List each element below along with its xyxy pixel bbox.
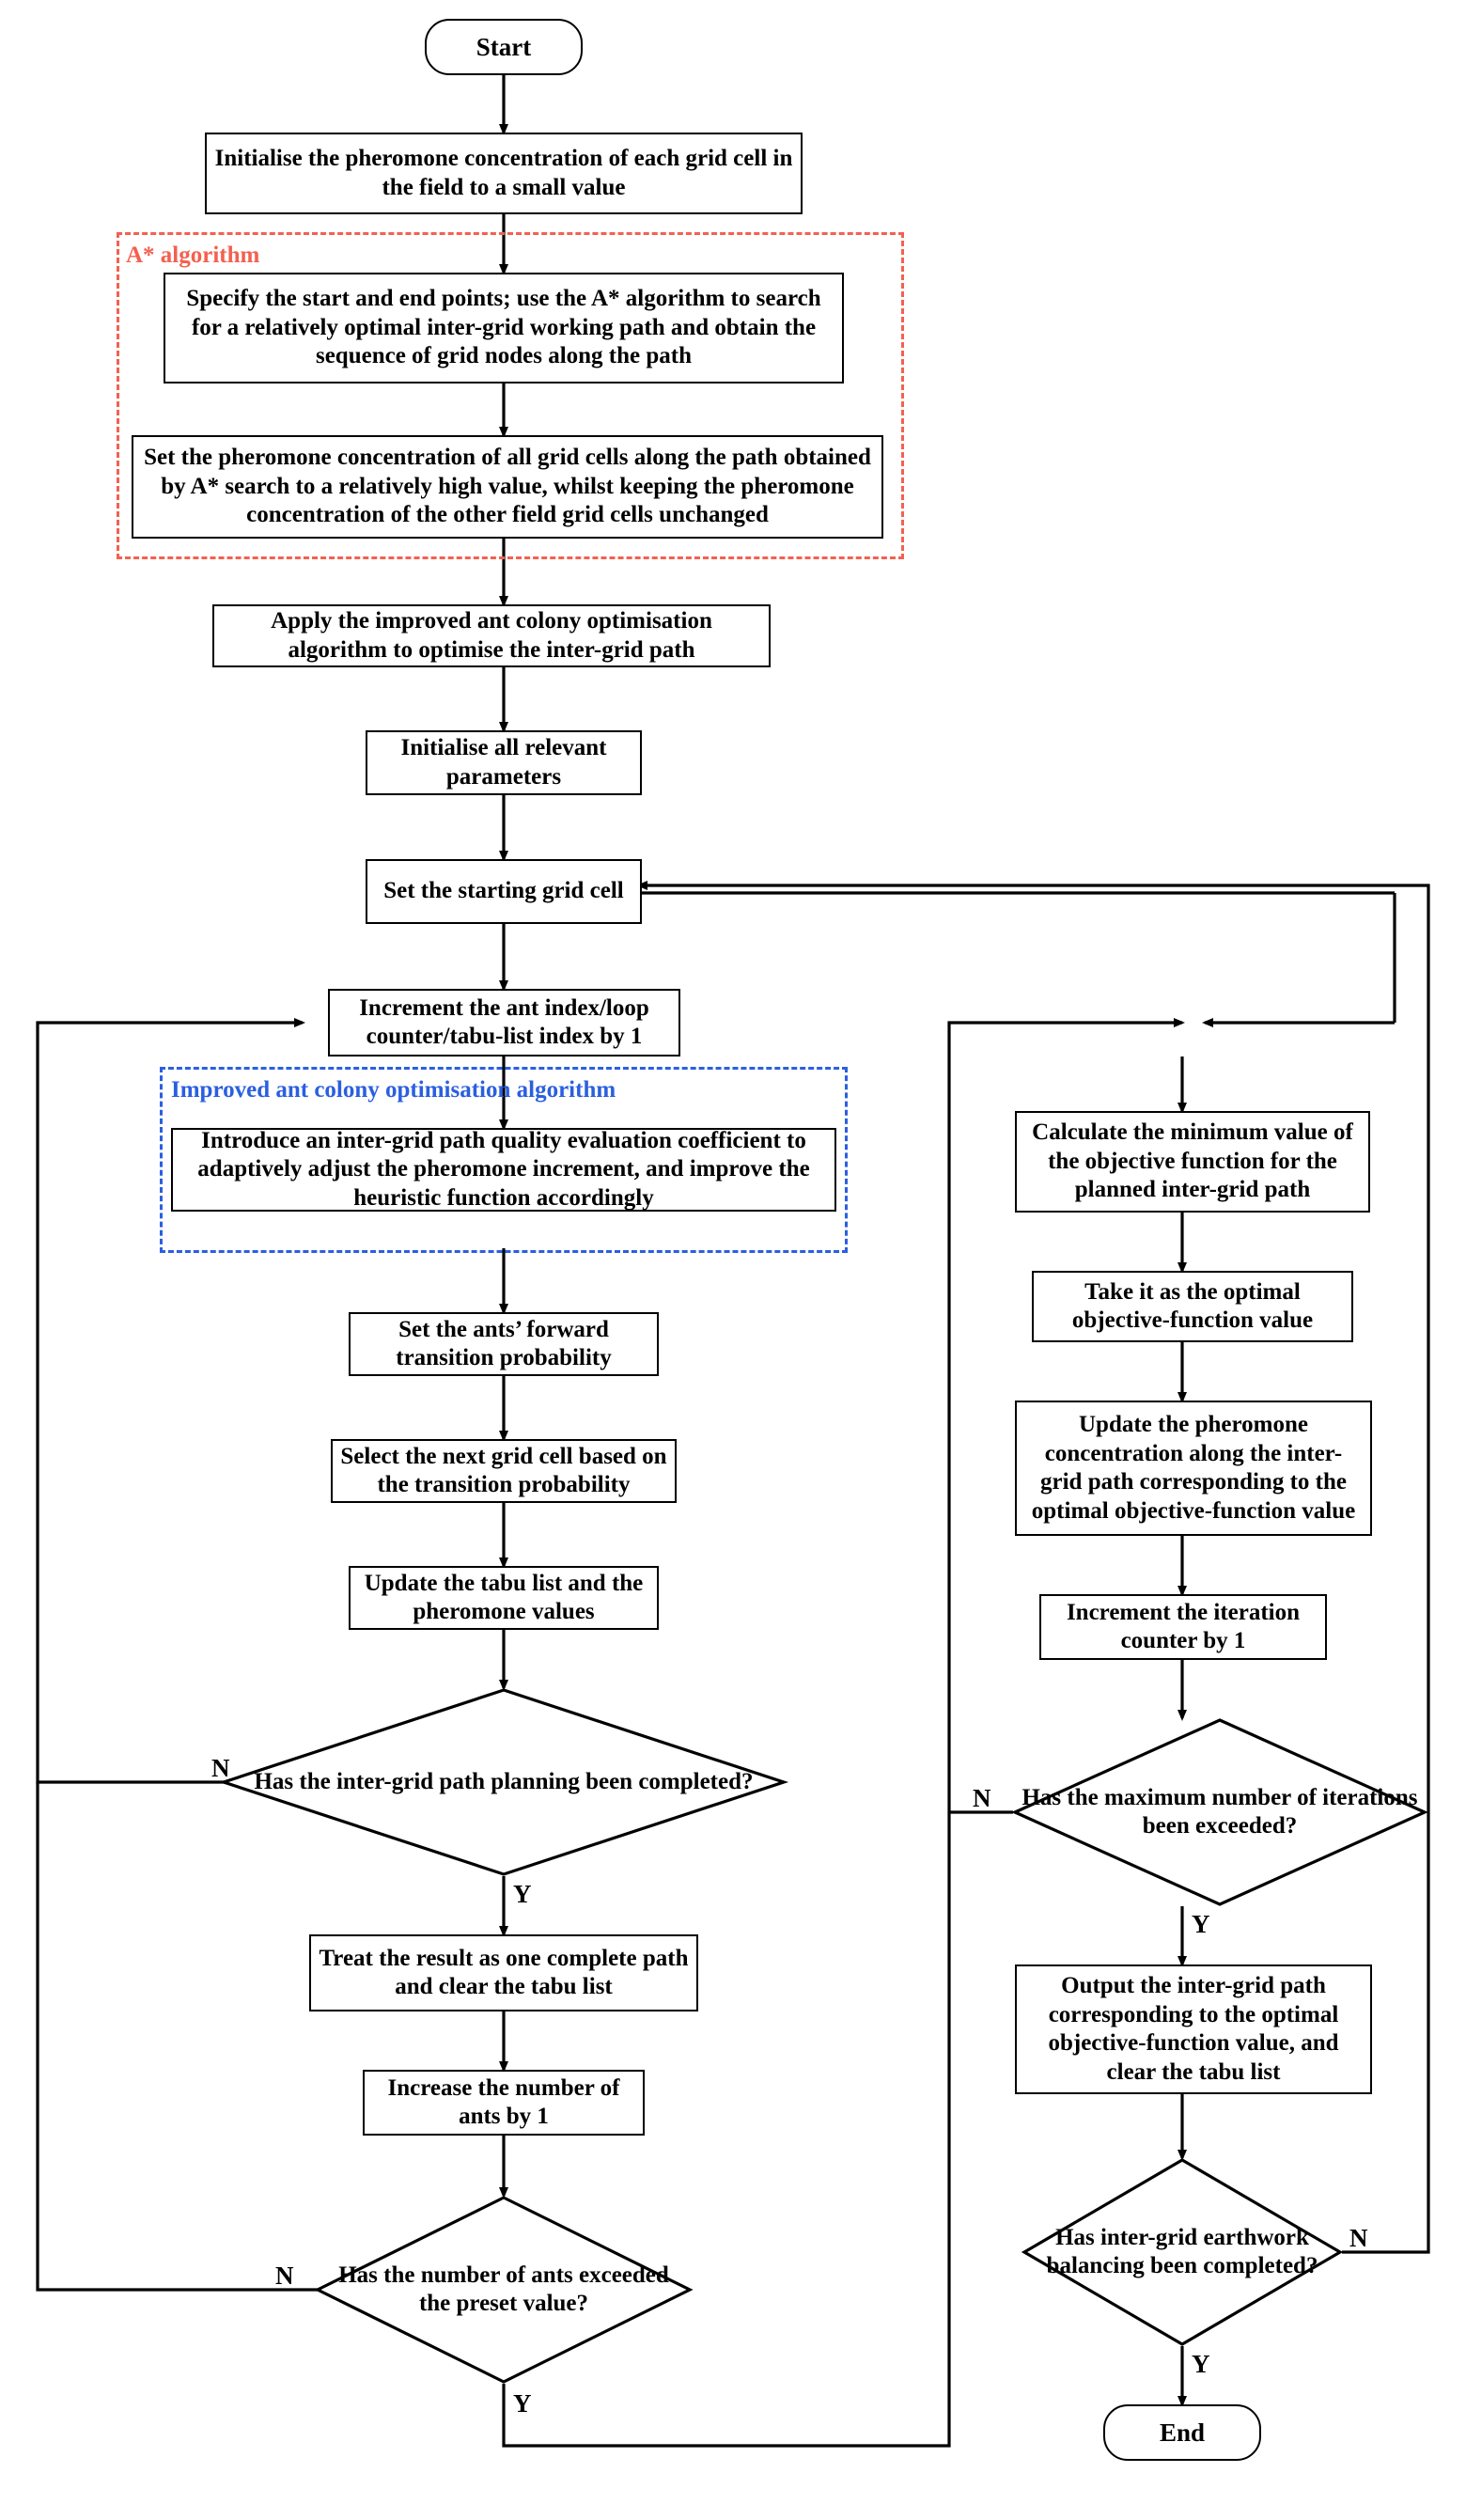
node-calc-min-objective-label: Calculate the minimum value of the objec… bbox=[1032, 1119, 1353, 1203]
group-astar-algorithm bbox=[117, 232, 904, 559]
decision-max-iterations-label: Has the maximum number of iterations bee… bbox=[1022, 1784, 1418, 1839]
edge-label-iterations-y: Y bbox=[1192, 1910, 1210, 1938]
node-set-starting-cell-label: Set the starting grid cell bbox=[383, 878, 624, 904]
decision-path-planning-completed[interactable]: Has the inter-grid path planning been co… bbox=[218, 1688, 789, 1876]
terminal-start-label: Start bbox=[476, 32, 532, 61]
terminal-end[interactable]: End bbox=[1103, 2404, 1261, 2461]
node-increment-index-label: Increment the ant index/loop counter/tab… bbox=[359, 994, 649, 1050]
edge-label-earthwork-y: Y bbox=[1192, 2350, 1210, 2378]
edge-label-earthwork-n: N bbox=[1349, 2224, 1368, 2252]
node-output-path[interactable]: Output the inter-grid path corresponding… bbox=[1015, 1964, 1372, 2094]
edge-label-iterations-n: N bbox=[973, 1784, 991, 1812]
node-apply-aco-label: Apply the improved ant colony optimisati… bbox=[271, 608, 712, 663]
node-astar-search-label: Specify the start and end points; use th… bbox=[186, 286, 821, 369]
node-set-starting-cell[interactable]: Set the starting grid cell bbox=[366, 859, 642, 924]
decision-path-planning-label: Has the inter-grid path planning been co… bbox=[254, 1768, 754, 1794]
decision-earthwork-balanced-label: Has inter-grid earthwork balancing been … bbox=[1046, 2224, 1318, 2279]
node-astar-search[interactable]: Specify the start and end points; use th… bbox=[164, 273, 844, 383]
node-astar-set-pheromone[interactable]: Set the pheromone concentration of all g… bbox=[132, 435, 883, 539]
node-take-optimal-value-label: Take it as the optimal objective-functio… bbox=[1071, 1278, 1314, 1334]
node-apply-aco[interactable]: Apply the improved ant colony optimisati… bbox=[212, 604, 771, 667]
group-aco-algorithm bbox=[160, 1067, 848, 1253]
node-treat-result[interactable]: Treat the result as one complete path an… bbox=[309, 1934, 698, 2011]
node-init-parameters-label: Initialise all relevant parameters bbox=[400, 735, 607, 790]
node-update-pheromone-path-label: Update the pheromone concentration along… bbox=[1031, 1412, 1356, 1524]
group-aco-label: Improved ant colony optimisation algorit… bbox=[171, 1077, 616, 1103]
group-astar-label: A* algorithm bbox=[126, 243, 260, 268]
terminal-start[interactable]: Start bbox=[425, 19, 583, 75]
node-update-tabu-list[interactable]: Update the tabu list and the pheromone v… bbox=[349, 1566, 659, 1630]
node-aco-improve-label: Introduce an inter-grid path quality eva… bbox=[197, 1127, 810, 1211]
edge-label-path-planning-n: N bbox=[211, 1754, 230, 1782]
node-increase-ants-label: Increase the number of ants by 1 bbox=[387, 2074, 620, 2130]
terminal-end-label: End bbox=[1159, 2418, 1206, 2447]
node-take-optimal-value[interactable]: Take it as the optimal objective-functio… bbox=[1032, 1271, 1353, 1342]
node-increment-index[interactable]: Increment the ant index/loop counter/tab… bbox=[328, 989, 680, 1057]
node-select-next-cell[interactable]: Select the next grid cell based on the t… bbox=[331, 1439, 677, 1503]
node-init-parameters[interactable]: Initialise all relevant parameters bbox=[366, 730, 642, 795]
node-increment-iteration-label: Increment the iteration counter by 1 bbox=[1066, 1599, 1301, 1654]
edge-label-ants-y: Y bbox=[513, 2389, 532, 2418]
node-set-transition-probability-label: Set the ants’ forward transition probabi… bbox=[396, 1316, 612, 1371]
node-increase-ants[interactable]: Increase the number of ants by 1 bbox=[363, 2070, 645, 2136]
edge-label-path-planning-y: Y bbox=[513, 1880, 532, 1908]
node-select-next-cell-label: Select the next grid cell based on the t… bbox=[340, 1443, 667, 1498]
edge-label-ants-n: N bbox=[275, 2262, 294, 2290]
decision-max-iterations[interactable]: Has the maximum number of iterations bee… bbox=[1011, 1718, 1428, 1906]
node-init-pheromone[interactable]: Initialise the pheromone concentration o… bbox=[205, 133, 803, 214]
node-increment-iteration[interactable]: Increment the iteration counter by 1 bbox=[1039, 1594, 1327, 1660]
decision-ants-exceeded-label: Has the number of ants exceeded the pres… bbox=[338, 2262, 669, 2317]
node-astar-set-pheromone-label: Set the pheromone concentration of all g… bbox=[144, 445, 871, 528]
node-update-tabu-list-label: Update the tabu list and the pheromone v… bbox=[364, 1570, 644, 1625]
node-aco-improve[interactable]: Introduce an inter-grid path quality eva… bbox=[171, 1128, 836, 1212]
decision-ants-exceeded[interactable]: Has the number of ants exceeded the pres… bbox=[314, 2196, 694, 2384]
node-update-pheromone-path[interactable]: Update the pheromone concentration along… bbox=[1015, 1401, 1372, 1536]
node-calc-min-objective[interactable]: Calculate the minimum value of the objec… bbox=[1015, 1111, 1370, 1213]
node-output-path-label: Output the inter-grid path corresponding… bbox=[1048, 1973, 1339, 2085]
decision-earthwork-balanced[interactable]: Has inter-grid earthwork balancing been … bbox=[1021, 2158, 1344, 2346]
node-treat-result-label: Treat the result as one complete path an… bbox=[319, 1945, 689, 2000]
node-init-pheromone-label: Initialise the pheromone concentration o… bbox=[214, 146, 793, 200]
node-set-transition-probability[interactable]: Set the ants’ forward transition probabi… bbox=[349, 1312, 659, 1376]
